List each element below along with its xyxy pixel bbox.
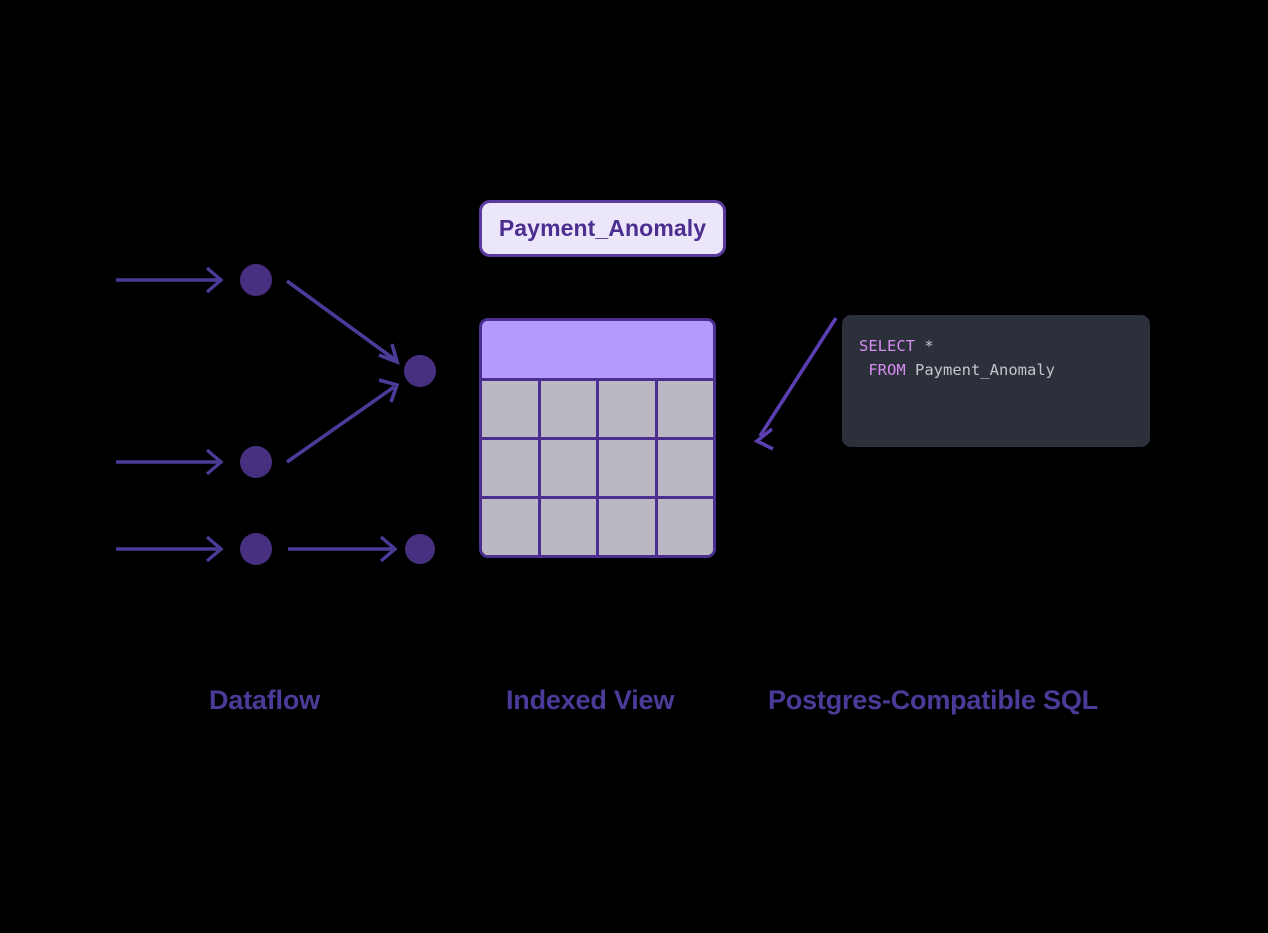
indexed-view-table bbox=[479, 318, 716, 558]
table-cell bbox=[540, 440, 599, 496]
sql-keyword-select: SELECT bbox=[859, 337, 915, 355]
table-row bbox=[482, 499, 713, 555]
join-edge-top bbox=[285, 279, 400, 365]
table-cell bbox=[540, 499, 599, 555]
input-arrow-2 bbox=[116, 448, 224, 476]
table-body bbox=[482, 381, 713, 555]
sql-keyword-from: FROM bbox=[859, 361, 906, 379]
sql-table-name: Payment_Anomaly bbox=[905, 361, 1055, 379]
table-cell bbox=[599, 381, 658, 437]
input-arrow-1 bbox=[116, 266, 224, 294]
table-cell bbox=[540, 381, 599, 437]
caption-dataflow: Dataflow bbox=[209, 685, 320, 715]
sql-code-block[interactable]: SELECT * FROM Payment_Anomaly bbox=[842, 315, 1150, 447]
caption-postgres-sql: Postgres-Compatible SQL bbox=[768, 685, 1098, 715]
source-node-2 bbox=[240, 446, 272, 478]
table-cell bbox=[657, 381, 713, 437]
sql-query: SELECT * FROM Payment_Anomaly bbox=[859, 334, 1150, 382]
table-cell bbox=[657, 440, 713, 496]
table-cell bbox=[599, 440, 658, 496]
join-edge-bottom bbox=[285, 378, 400, 464]
passthrough-edge bbox=[288, 535, 398, 563]
table-header-row bbox=[482, 321, 713, 381]
source-node-1 bbox=[240, 264, 272, 296]
table-cell bbox=[482, 381, 541, 437]
caption-indexed-view: Indexed View bbox=[506, 685, 675, 715]
source-node-3 bbox=[240, 533, 272, 565]
table-cell bbox=[482, 440, 541, 496]
table-cell bbox=[657, 499, 713, 555]
sql-to-view-arrow bbox=[753, 317, 838, 451]
sql-select-list: * bbox=[915, 337, 934, 355]
table-row bbox=[482, 440, 713, 499]
view-name-label: Payment_Anomaly bbox=[498, 215, 707, 241]
table-cell bbox=[599, 499, 658, 555]
input-arrow-3 bbox=[116, 535, 224, 563]
passthrough-node bbox=[405, 534, 435, 564]
table-row bbox=[482, 381, 713, 440]
table-cell bbox=[482, 499, 541, 555]
join-node bbox=[404, 355, 436, 387]
view-name-badge[interactable]: Payment_Anomaly bbox=[479, 200, 726, 257]
